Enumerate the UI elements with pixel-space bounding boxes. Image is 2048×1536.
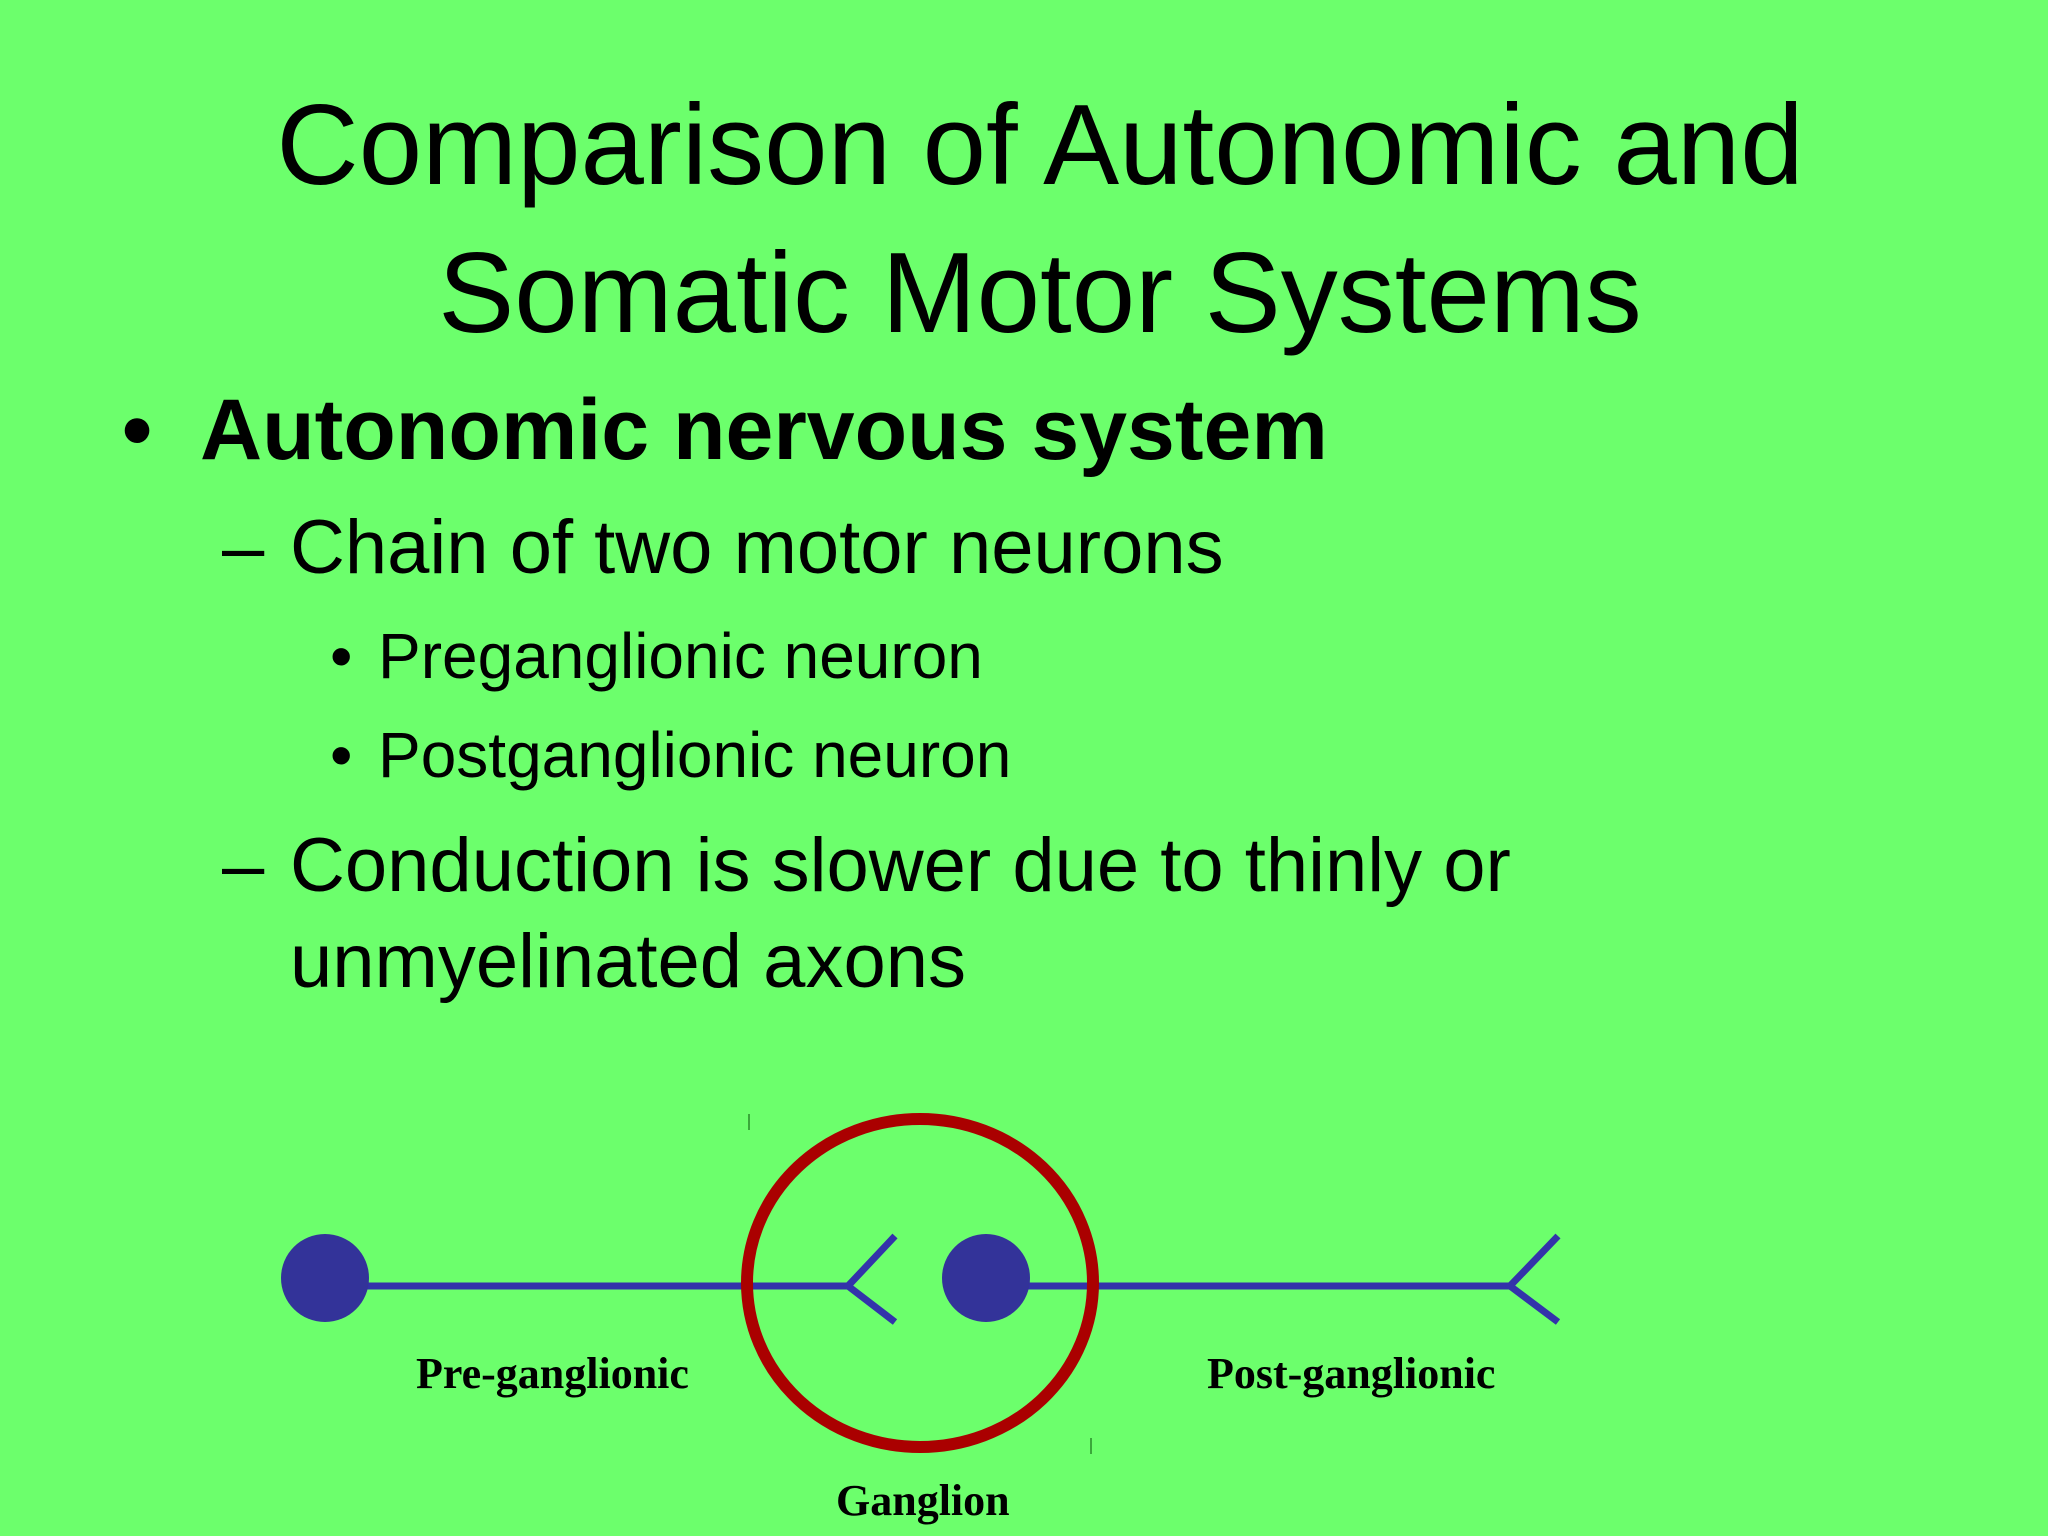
dash-icon: – <box>222 505 265 590</box>
ganglion-circle <box>741 1113 1099 1453</box>
bullet-text: Autonomic nervous system <box>200 382 1328 478</box>
label-ganglion: Ganglion <box>836 1476 1010 1525</box>
dash-icon: – <box>222 823 265 908</box>
title-line-2: Somatic Motor Systems <box>438 230 1642 357</box>
postganglionic-cell-body <box>942 1234 1030 1322</box>
sub-bullet-line-2: unmyelinated axons <box>290 919 966 1004</box>
sub-bullet-text: Chain of two motor neurons <box>290 505 1224 590</box>
sub-sub-bullet-text: Preganglionic neuron <box>378 620 983 692</box>
title-line-1: Comparison of Autonomic and <box>276 82 1804 209</box>
sub-sub-bullet-text: Postganglionic neuron <box>378 719 1012 791</box>
preganglionic-cell-body <box>281 1234 369 1322</box>
slide-title: Comparison of Autonomic and Somatic Moto… <box>150 72 1930 368</box>
postganglionic-terminal <box>1504 1233 1561 1325</box>
preganglionic-terminal <box>842 1233 898 1325</box>
bullet-dot-icon: • <box>330 719 353 791</box>
label-pre-ganglionic: Pre-ganglionic <box>416 1349 689 1398</box>
sub-bullet-line-1: Conduction is slower due to thinly or <box>290 823 1511 908</box>
label-post-ganglionic: Post-ganglionic <box>1207 1349 1495 1398</box>
bullet-dot-icon: • <box>122 382 153 478</box>
sub-bullet-text: Conduction is slower due to thinly or un… <box>290 818 1511 1010</box>
bullet-dot-icon: • <box>330 620 353 692</box>
